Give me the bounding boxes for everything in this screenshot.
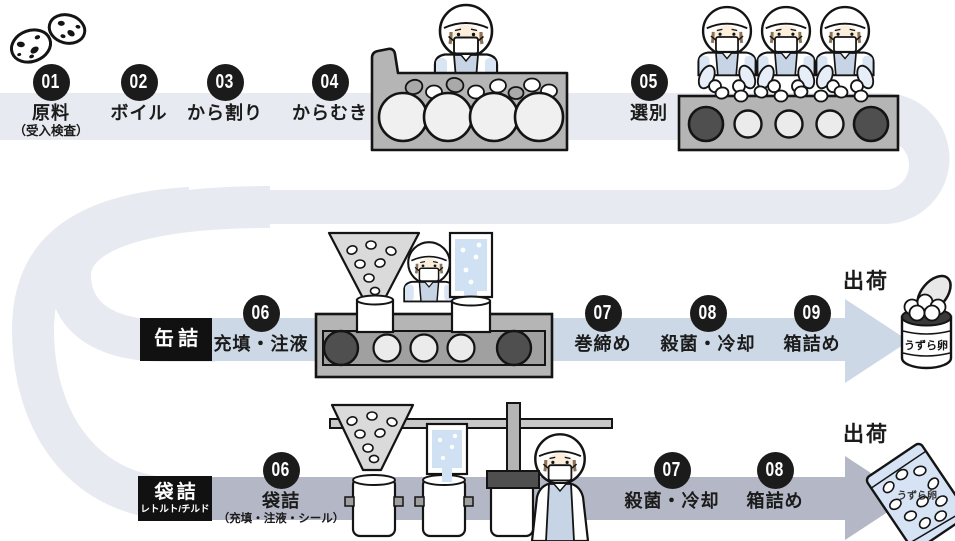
step-label: 原料 bbox=[32, 103, 70, 123]
step-01-raw-material: 01 原料 （受入検査） bbox=[0, 64, 116, 139]
step-06-bag-filling: 06 袋詰 （充填・注液・シール） bbox=[216, 452, 346, 527]
step-06-fill-and-brine: 06 充填・注液 bbox=[196, 295, 326, 355]
step-number-badge: 03 bbox=[206, 64, 244, 101]
step-number-badge: 09 bbox=[793, 295, 831, 332]
step-label: 充填・注液 bbox=[213, 334, 309, 354]
step-09-boxing-can: 09 箱詰め bbox=[747, 295, 877, 355]
step-07-sterilize-cool-bag: 07 殺菌・冷却 bbox=[607, 452, 737, 512]
step-number-badge: 06 bbox=[262, 452, 300, 489]
bag-row-tag-sublabel: レトルト/チルド bbox=[140, 504, 210, 515]
quail-eggs-icon bbox=[9, 13, 87, 64]
step-number-badge: 07 bbox=[653, 452, 691, 489]
step-number-badge: 04 bbox=[311, 64, 349, 101]
step-label: 殺菌・冷却 bbox=[660, 334, 756, 354]
step-label: からむき bbox=[292, 103, 368, 123]
bag-row-shipping-label: 出荷 bbox=[843, 423, 889, 446]
step-number-badge: 02 bbox=[120, 64, 158, 101]
step-number-badge: 08 bbox=[756, 452, 794, 489]
step-04-shell-peeling: 04 からむき bbox=[265, 64, 395, 124]
step-label: 選別 bbox=[630, 103, 668, 123]
step-number-badge: 07 bbox=[584, 295, 622, 332]
step-number-badge: 05 bbox=[630, 64, 668, 101]
sorting-conveyor-illustration bbox=[677, 5, 900, 152]
step-number-badge: 08 bbox=[689, 295, 727, 332]
shell-peeling-machine-illustration bbox=[370, 3, 569, 152]
bag-row-tag-label: 袋詰 bbox=[154, 482, 199, 503]
can-row-arrow-icon bbox=[845, 299, 909, 383]
step-label: 殺菌・冷却 bbox=[624, 491, 720, 511]
step-sublabel: （受入検査） bbox=[13, 124, 89, 138]
bag-product-label: うずら卵 bbox=[897, 489, 937, 502]
bag-row-tag: 袋詰 レトルト/チルド bbox=[138, 476, 212, 521]
step-08-sterilize-cool-can: 08 殺菌・冷却 bbox=[643, 295, 773, 355]
step-02-boil: 02 ボイル bbox=[74, 64, 204, 124]
can-row-tag-label: 缶詰 bbox=[154, 328, 202, 350]
step-number-badge: 01 bbox=[32, 64, 70, 101]
can-row-tag: 缶詰 bbox=[140, 318, 212, 361]
bag-filling-machine-illustration bbox=[329, 402, 613, 541]
step-label: 袋詰 bbox=[262, 491, 300, 511]
step-sublabel: （充填・注液・シール） bbox=[217, 513, 345, 525]
can-product-label: うずら卵 bbox=[904, 338, 948, 352]
step-07-seaming: 07 巻締め bbox=[538, 295, 668, 355]
step-number-badge: 06 bbox=[242, 295, 280, 332]
step-05-sorting: 05 選別 bbox=[584, 64, 714, 124]
can-row-shipping-label: 出荷 bbox=[843, 270, 889, 293]
bagged-product-illustration: うずら卵 bbox=[865, 442, 955, 541]
step-label: 箱詰め bbox=[746, 491, 804, 511]
step-label: 巻締め bbox=[574, 334, 632, 354]
step-label: ボイル bbox=[110, 103, 168, 123]
step-label: から割り bbox=[187, 103, 263, 123]
step-03-shell-cracking: 03 から割り bbox=[160, 64, 290, 124]
can-filling-machine-illustration bbox=[314, 231, 554, 379]
step-08-boxing-bag: 08 箱詰め bbox=[710, 452, 840, 512]
canned-product-illustration: うずら卵 bbox=[900, 274, 953, 370]
step-label: 箱詰め bbox=[783, 334, 841, 354]
